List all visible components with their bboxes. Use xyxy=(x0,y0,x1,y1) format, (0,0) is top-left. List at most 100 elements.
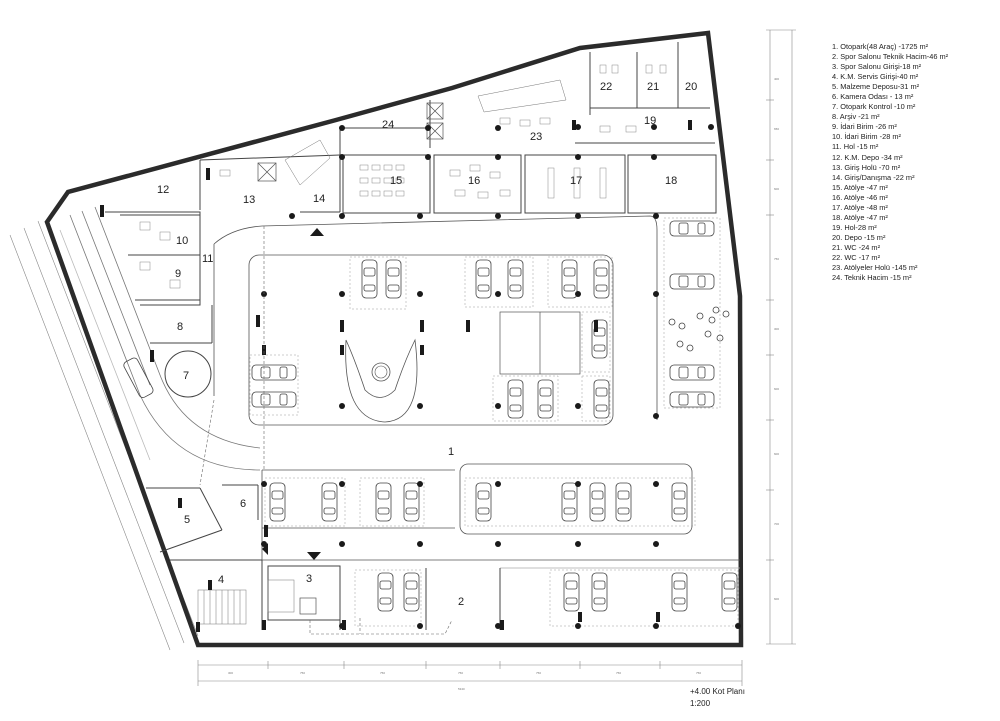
car xyxy=(269,482,286,522)
svg-text:5340: 5340 xyxy=(458,687,465,691)
room-label-19: 19 xyxy=(644,115,656,127)
car xyxy=(251,364,297,381)
column xyxy=(575,541,581,547)
svg-text:300: 300 xyxy=(228,671,233,675)
column xyxy=(653,623,659,629)
legend-item: 24. Teknik Hacim -15 m² xyxy=(832,273,912,283)
column xyxy=(417,291,423,297)
car xyxy=(669,364,715,381)
column xyxy=(420,320,424,332)
column xyxy=(425,154,431,160)
car xyxy=(403,482,420,522)
column xyxy=(261,481,267,487)
legend-item: 13. Giriş Holü -70 m² xyxy=(832,162,901,172)
car xyxy=(561,259,578,299)
car xyxy=(589,482,606,522)
column xyxy=(495,481,501,487)
column xyxy=(688,120,692,130)
column xyxy=(262,620,266,630)
car xyxy=(537,379,554,419)
room-label-14: 14 xyxy=(313,193,325,205)
column xyxy=(417,481,423,487)
column xyxy=(495,125,501,131)
car xyxy=(671,572,688,612)
room-label-7: 7 xyxy=(183,370,189,382)
svg-text:700: 700 xyxy=(774,522,779,526)
room-labels: 1 2 3 4 5 6 7 8 9 10 11 12 13 14 15 16 1… xyxy=(157,81,697,608)
column xyxy=(417,541,423,547)
column xyxy=(495,403,501,409)
column xyxy=(342,620,346,630)
room-label-20: 20 xyxy=(685,81,697,93)
car xyxy=(671,482,688,522)
column xyxy=(178,498,182,508)
parking-walls xyxy=(213,215,740,569)
column xyxy=(594,320,598,332)
car xyxy=(591,572,608,612)
column xyxy=(425,125,431,131)
legend-item: 4. K.M. Servis Girişi-40 m² xyxy=(832,72,919,82)
car xyxy=(593,259,610,299)
column xyxy=(339,481,345,487)
column xyxy=(339,125,345,131)
column xyxy=(339,403,345,409)
legend-item: 9. İdari Birim -26 m² xyxy=(832,122,897,132)
column xyxy=(575,481,581,487)
column xyxy=(417,623,423,629)
column xyxy=(264,525,268,537)
column xyxy=(575,154,581,160)
column xyxy=(735,623,741,629)
room-label-10: 10 xyxy=(176,235,188,247)
room-label-16: 16 xyxy=(468,175,480,187)
column xyxy=(575,291,581,297)
svg-text:650: 650 xyxy=(774,127,779,131)
room-label-2: 2 xyxy=(458,596,464,608)
column xyxy=(575,124,581,130)
legend-item: 23. Atölyeler Holü -145 m² xyxy=(832,263,918,273)
column xyxy=(256,315,260,327)
svg-text:750: 750 xyxy=(774,257,779,261)
room-label-15: 15 xyxy=(390,175,402,187)
car xyxy=(593,379,610,419)
column xyxy=(656,612,660,622)
column xyxy=(575,213,581,219)
legend-item: 8. Arşiv -21 m² xyxy=(832,112,880,122)
room-label-4: 4 xyxy=(218,574,224,586)
svg-text:750: 750 xyxy=(458,671,463,675)
car xyxy=(615,482,632,522)
svg-text:400: 400 xyxy=(774,77,779,81)
column xyxy=(653,213,659,219)
svg-text:750: 750 xyxy=(536,671,541,675)
column xyxy=(572,120,576,130)
room-label-9: 9 xyxy=(175,268,181,280)
room-label-3: 3 xyxy=(306,573,312,585)
room-label-17: 17 xyxy=(570,175,582,187)
room-label-21: 21 xyxy=(647,81,659,93)
svg-text:600: 600 xyxy=(774,387,779,391)
car xyxy=(475,259,492,299)
bike-rack xyxy=(668,306,730,352)
column xyxy=(495,213,501,219)
column xyxy=(208,580,212,590)
column xyxy=(206,168,210,180)
elevators xyxy=(257,102,581,615)
workshop-furniture xyxy=(139,64,667,289)
column xyxy=(417,213,423,219)
legend-item: 2. Spor Salonu Teknik Hacim-46 m² xyxy=(832,52,949,62)
column xyxy=(653,291,659,297)
car xyxy=(561,482,578,522)
column xyxy=(100,205,104,217)
column xyxy=(575,403,581,409)
legend-item: 18. Atölye -47 m² xyxy=(832,212,888,222)
room-label-24: 24 xyxy=(382,119,394,131)
column xyxy=(289,213,295,219)
svg-text:750: 750 xyxy=(696,671,701,675)
car xyxy=(475,482,492,522)
column xyxy=(651,154,657,160)
svg-text:600: 600 xyxy=(774,452,779,456)
room-label-11: 11 xyxy=(202,253,213,265)
room-label-12: 12 xyxy=(157,184,169,196)
svg-text:750: 750 xyxy=(300,671,305,675)
